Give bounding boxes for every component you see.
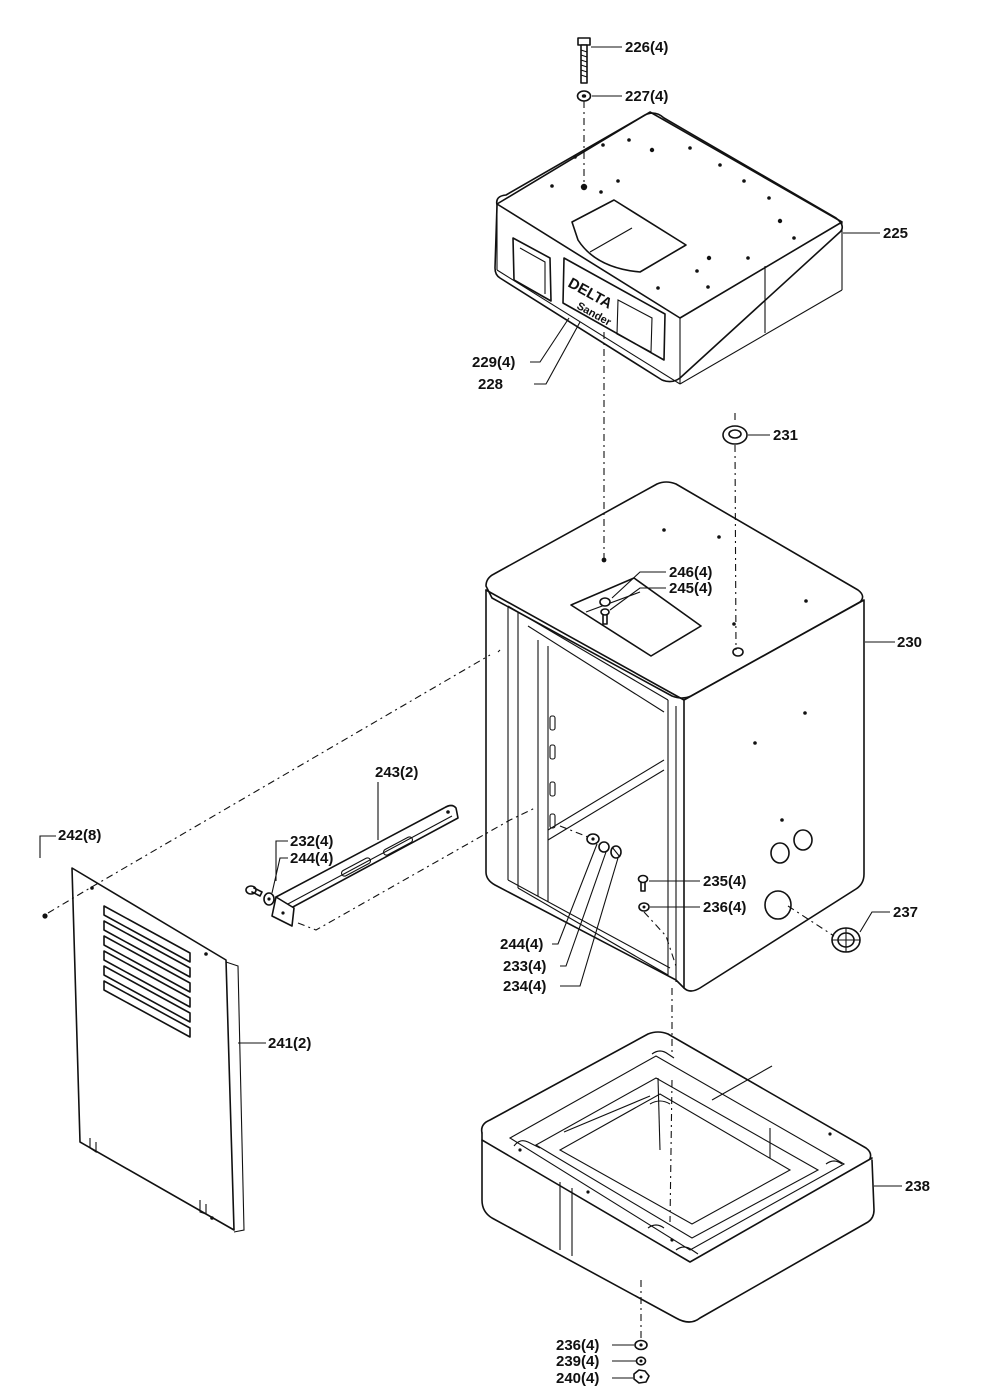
label-245: 245(4)	[669, 580, 712, 597]
label-238: 238	[905, 1178, 930, 1195]
label-237: 237	[893, 904, 918, 921]
base-238	[480, 1031, 875, 1323]
screw-235	[637, 874, 649, 892]
washer-227	[576, 90, 592, 102]
label-233: 233(4)	[503, 958, 546, 975]
washer-244-bracket	[263, 892, 275, 906]
label-244-cabinet: 244(4)	[500, 936, 543, 953]
label-225: 225	[883, 225, 908, 242]
bracket-243	[271, 804, 459, 927]
bolt-226	[577, 37, 591, 84]
label-243: 243(2)	[375, 764, 418, 781]
side-panel-241	[71, 867, 245, 1233]
cabinet-230	[485, 481, 865, 992]
label-235: 235(4)	[703, 873, 746, 890]
label-241: 241(2)	[268, 1035, 311, 1052]
label-246: 246(4)	[669, 564, 712, 581]
label-228: 228	[478, 376, 503, 393]
label-226: 226(4)	[625, 39, 668, 56]
grommet-231	[722, 425, 748, 445]
washer-236-lower	[634, 1339, 648, 1351]
label-227: 227(4)	[625, 88, 668, 105]
screw-232	[245, 885, 263, 897]
hardware-233-234-244	[586, 833, 622, 859]
screw-242	[42, 913, 48, 919]
washer-236-upper	[638, 902, 650, 912]
label-236-upper: 236(4)	[703, 899, 746, 916]
label-230: 230	[897, 634, 922, 651]
label-240: 240(4)	[556, 1370, 599, 1387]
top-cover-225: DELTA Sander	[494, 111, 844, 385]
label-244-bracket: 244(4)	[290, 850, 333, 867]
label-229: 229(4)	[472, 354, 515, 371]
label-239: 239(4)	[556, 1353, 599, 1370]
nut-240	[633, 1369, 650, 1384]
screw-245	[599, 597, 611, 625]
label-234: 234(4)	[503, 978, 546, 995]
label-236-lower: 236(4)	[556, 1337, 599, 1354]
strain-relief-237	[831, 927, 861, 953]
label-231: 231	[773, 427, 798, 444]
label-242: 242(8)	[58, 827, 101, 844]
leader-lines	[39, 46, 902, 1379]
part-labels: 226(4) 227(4) 225 229(4) 228 231 246(4) …	[58, 39, 930, 1387]
label-232: 232(4)	[290, 833, 333, 850]
lockwasher-239	[635, 1356, 647, 1366]
